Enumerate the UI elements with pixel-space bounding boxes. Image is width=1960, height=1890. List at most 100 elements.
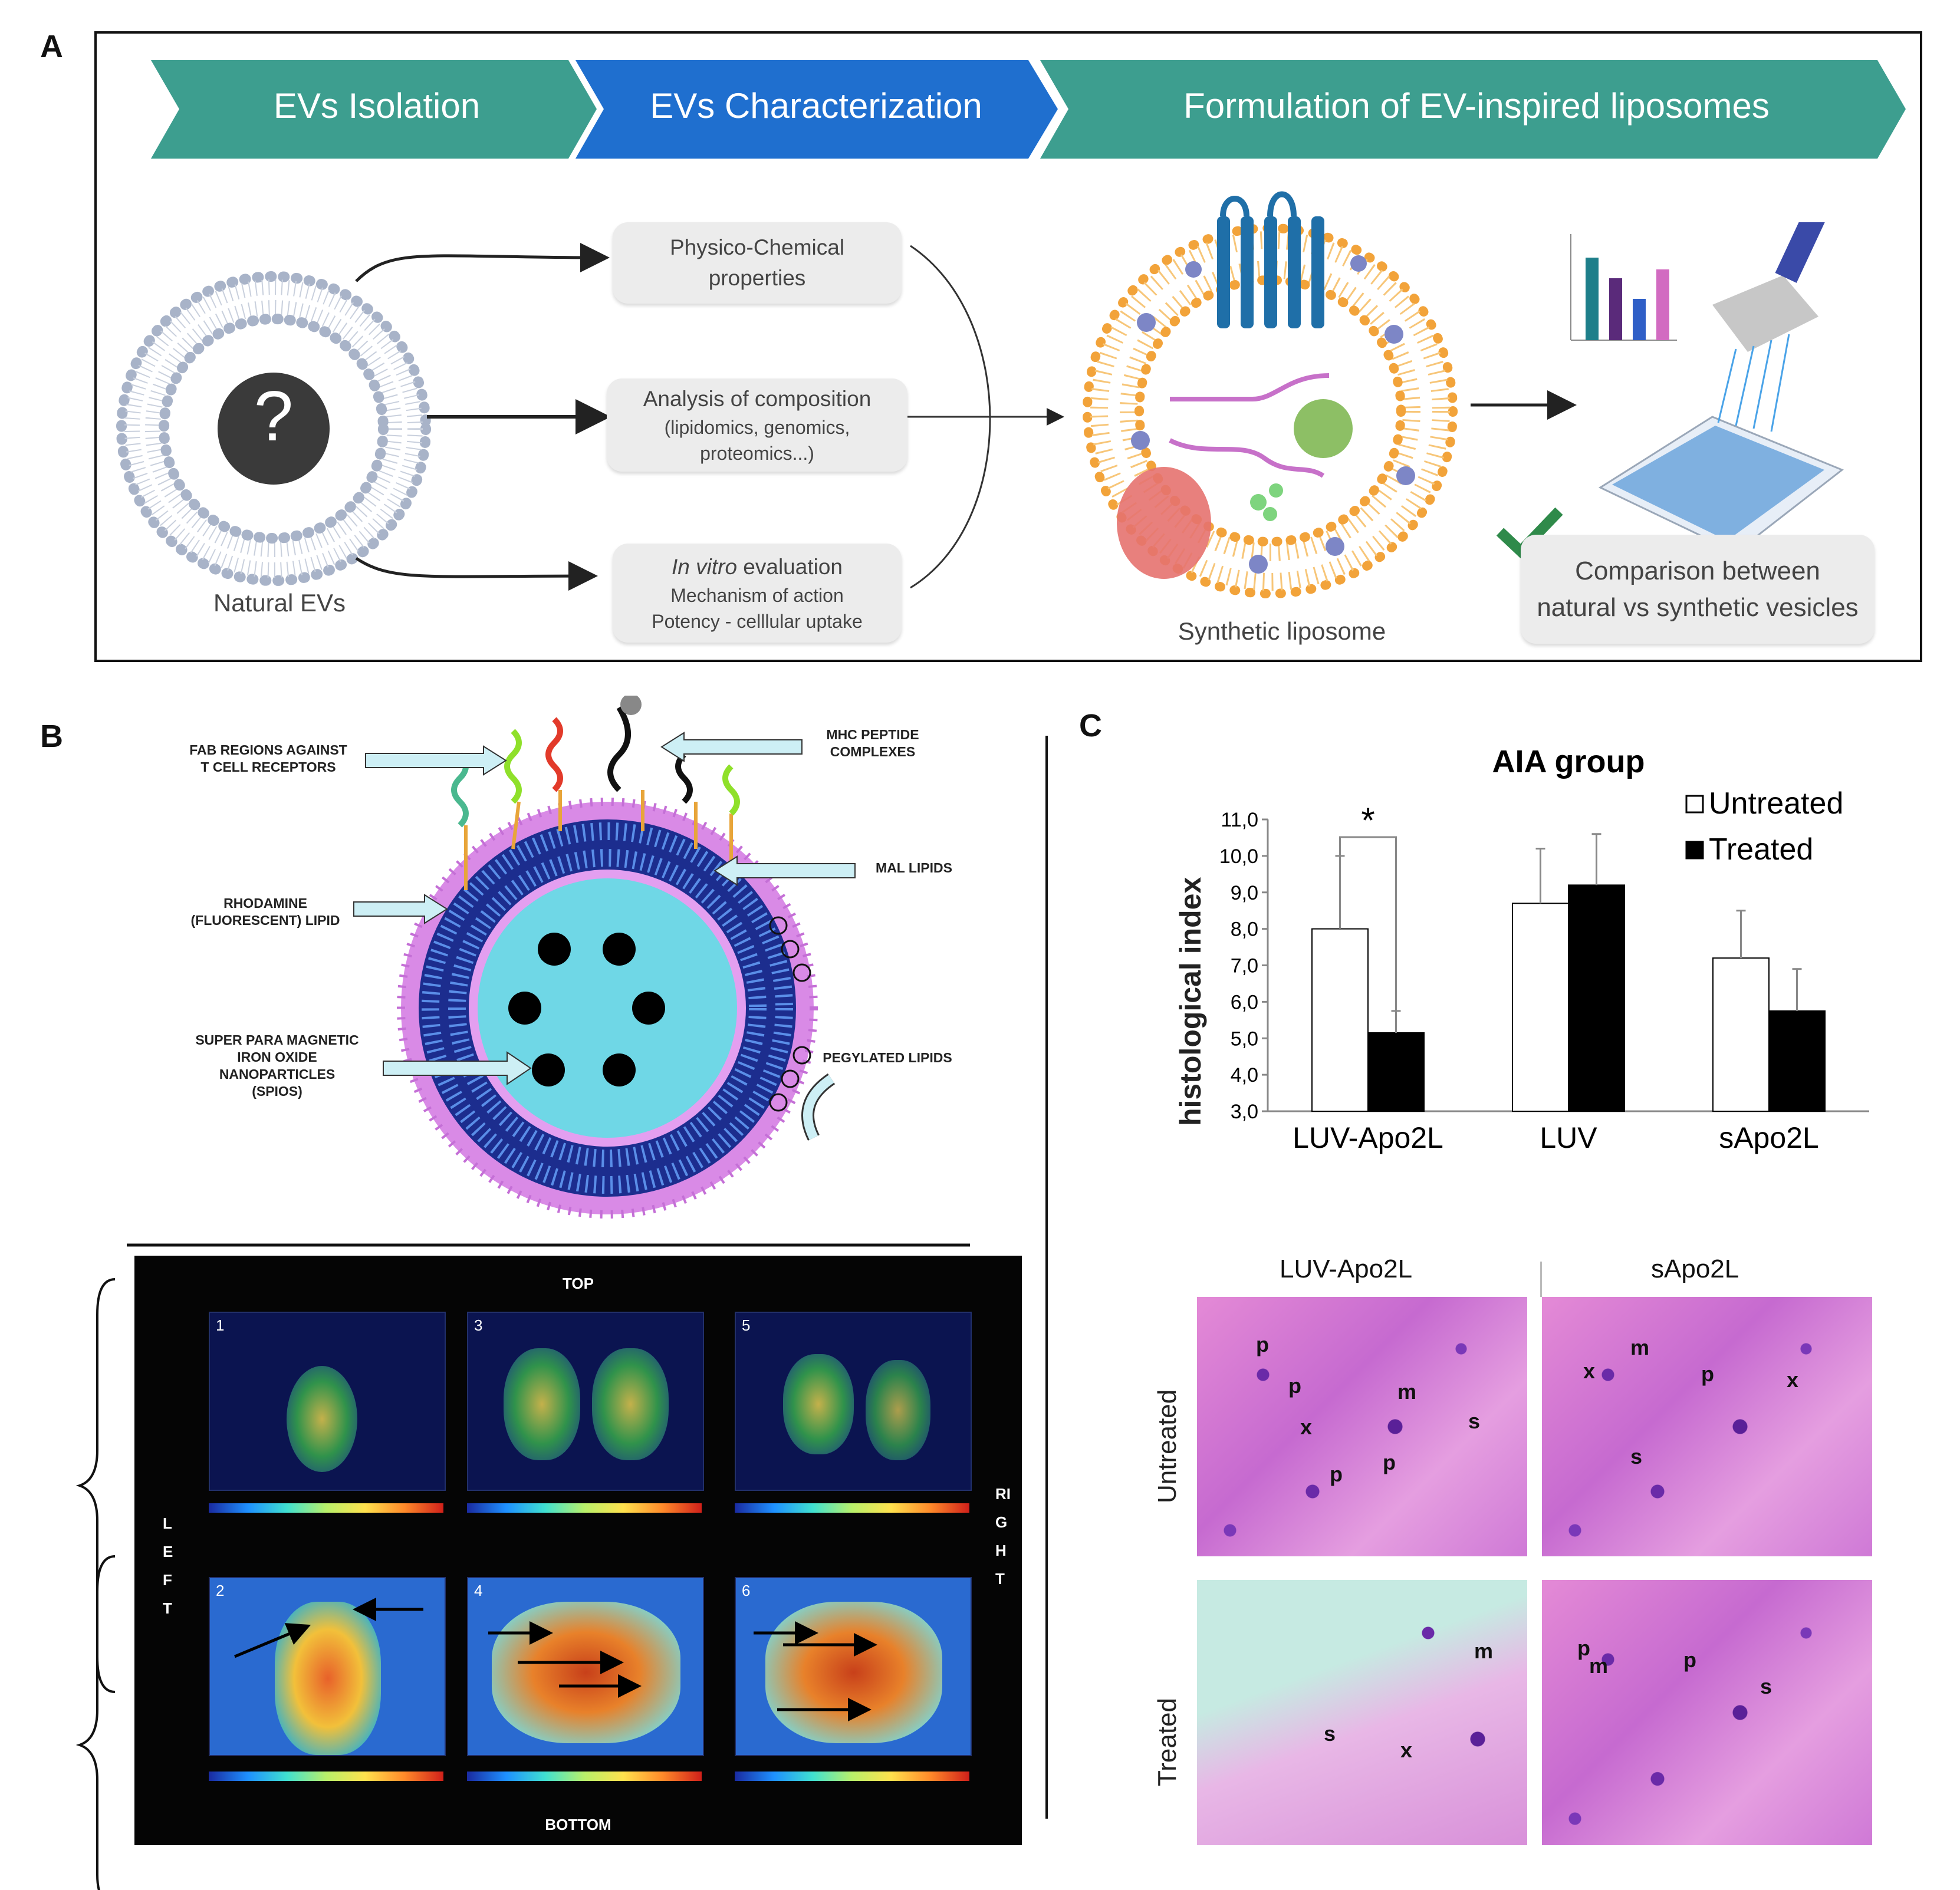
y-tick-label: 10,0 [1219, 845, 1258, 868]
assay-illustration [1570, 222, 1844, 541]
histo-mark: s [1630, 1444, 1643, 1468]
natural-evs-label: Natural EVs [213, 589, 346, 617]
step-chevron-1 [151, 60, 597, 159]
colorbar-4 [467, 1772, 702, 1781]
y-tick-label: 6,0 [1231, 991, 1258, 1013]
colorbar-5 [735, 1503, 969, 1513]
box2-line1: Analysis of composition [643, 387, 872, 411]
panel-label-c: C [1079, 708, 1102, 743]
histo-treated-luv-apo2l: m s x [1197, 1580, 1527, 1845]
significance-star: * [1361, 801, 1374, 840]
histo-row-label-1: Untreated [1153, 1389, 1182, 1503]
x-tick-label: LUV [1540, 1121, 1597, 1154]
comparison-line2: natural vs synthetic vesicles [1537, 592, 1859, 622]
step-chevron-2 [575, 60, 1058, 159]
box2-line3: proteomics...) [700, 443, 814, 464]
mri-panel: TOP BOTTOM LEFT RIGHT 1 3 5 2 4 6 [134, 1256, 1022, 1845]
histo-mark: p [1256, 1332, 1269, 1356]
synthetic-liposome-label: Synthetic liposome [1178, 617, 1386, 645]
panel-label-b: B [40, 719, 63, 754]
physico-chemical-box: Physico-Chemical properties [613, 222, 902, 304]
mri-image-1: 1 [209, 1312, 446, 1491]
y-tick-label: 4,0 [1231, 1064, 1258, 1086]
x-tick-label: sApo2L [1719, 1121, 1819, 1154]
label-mal: MAL LIPIDS [876, 860, 952, 875]
mri-num-5: 5 [742, 1316, 751, 1334]
comparison-box: Comparison between natural vs synthetic … [1521, 535, 1875, 644]
mri-bottom-label: BOTTOM [545, 1816, 611, 1833]
step-chevrons [151, 60, 1906, 159]
histological-index-chart: AIA group3,04,05,06,07,08,09,010,011,0LU… [1219, 744, 1869, 1154]
mri-image-5: 5 [735, 1312, 972, 1491]
mri-right-label: RIGHT [995, 1485, 1011, 1588]
y-tick-label: 5,0 [1231, 1028, 1258, 1050]
mri-num-4: 4 [474, 1582, 483, 1599]
box1-line2: properties [708, 266, 806, 290]
bar [1768, 1010, 1826, 1112]
y-tick-label: 3,0 [1231, 1101, 1258, 1123]
bar [1311, 928, 1369, 1112]
histo-mark: m [1630, 1335, 1650, 1359]
box3-italic: In vitro [671, 555, 738, 579]
box3-line1: In vitro evaluation [613, 552, 902, 582]
colorbar-1 [209, 1503, 443, 1513]
histo-mark: x [1583, 1359, 1596, 1383]
label-rhodamine-text: RHODAMINE (FLUORESCENT) LIPID [190, 895, 340, 928]
legend-swatch [1685, 795, 1704, 814]
histo-mark: x [1787, 1368, 1799, 1392]
natural-ev-illustration [116, 271, 431, 586]
bar [1712, 957, 1770, 1112]
panel-a: EVs Isolation EVs Characterization Formu… [94, 31, 1922, 662]
mri-image-4: 4 [467, 1577, 704, 1756]
step-label-1: EVs Isolation [273, 86, 481, 126]
synthetic-liposome-illustration [1083, 191, 1458, 598]
y-tick-label: 9,0 [1231, 882, 1258, 904]
histo-mark: m [1474, 1639, 1494, 1663]
x-tick-label: LUV-Apo2L [1293, 1121, 1443, 1154]
histo-untreated-sapo2l: x m p x s [1542, 1297, 1872, 1556]
y-tick-label: 8,0 [1231, 918, 1258, 941]
nanoparticle-illustration [397, 696, 818, 1219]
mri-num-1: 1 [216, 1316, 225, 1334]
histo-mark: p [1701, 1362, 1714, 1386]
flow-arrows [355, 242, 1577, 591]
step-label-3: Formulation of EV-inspired liposomes [1183, 86, 1770, 126]
legend-label: Treated [1709, 832, 1813, 867]
histo-mark: s [1760, 1674, 1772, 1698]
histo-treated-sapo2l: p m p s [1542, 1580, 1872, 1845]
comparison-line1: Comparison between [1575, 556, 1820, 585]
histo-mark: p [1330, 1462, 1343, 1486]
histo-mark: m [1397, 1379, 1417, 1404]
label-fab-text: FAB REGIONS AGAINST T CELL RECEPTORS [189, 742, 347, 775]
histo-mark: x [1300, 1415, 1313, 1439]
label-rhodamine: RHODAMINE (FLUORESCENT) LIPID [177, 895, 354, 929]
chart-ylabel: histological index [1174, 877, 1207, 1126]
mri-image-2: 2 [209, 1577, 446, 1756]
histo-mark: p [1683, 1648, 1696, 1672]
bar [1512, 903, 1569, 1112]
histo-col-label-1: LUV-Apo2L [1280, 1254, 1413, 1283]
chart-title: AIA group [1492, 744, 1645, 779]
histo-untreated-luv-apo2l: p p m x s p p [1197, 1297, 1527, 1556]
histo-mark: s [1468, 1409, 1481, 1433]
significance-bracket [1339, 836, 1397, 1011]
mri-top-label: TOP [563, 1275, 594, 1292]
histo-mark: p [1288, 1374, 1301, 1398]
mri-left-label: LEFT [163, 1514, 175, 1617]
histo-mark: p [1383, 1450, 1396, 1474]
label-mhc: MHC PEPTIDE COMPLEXES [808, 726, 938, 760]
bar [1367, 1032, 1425, 1112]
mri-arrows [234, 1598, 877, 1721]
step-label-2: EVs Characterization [650, 86, 982, 126]
question-mark: ? [254, 377, 294, 456]
colorbar-6 [735, 1772, 969, 1781]
histo-mark: p [1577, 1636, 1590, 1660]
histo-col-divider [1540, 1262, 1542, 1297]
mri-num-2: 2 [216, 1582, 225, 1599]
box3-line2: Mechanism of action [670, 585, 844, 606]
box3-rest: evaluation [737, 555, 843, 579]
composition-box: Analysis of composition (lipidomics, gen… [607, 378, 907, 472]
y-tick-label: 7,0 [1231, 955, 1258, 977]
legend-label: Untreated [1709, 786, 1843, 821]
label-mhc-text: MHC PEPTIDE COMPLEXES [826, 727, 919, 759]
